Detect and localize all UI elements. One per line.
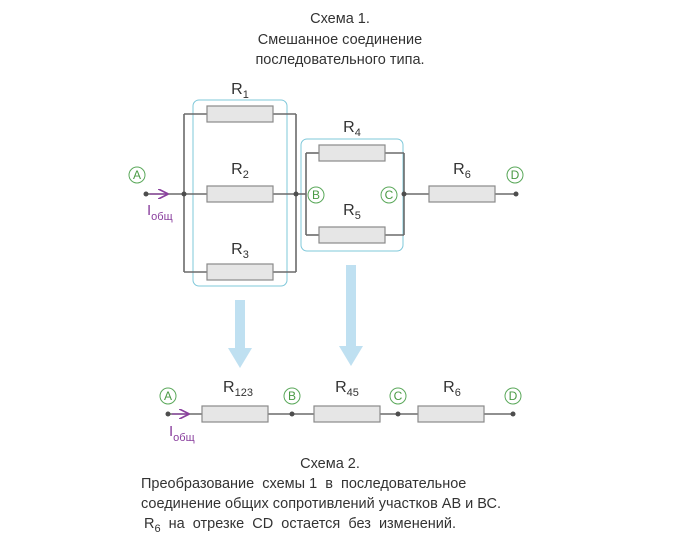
caption-r6-subscript: 6 [154, 523, 161, 535]
scheme1-caption-line1: Схема 1. [310, 11, 370, 27]
resistor-r4 [318, 144, 386, 162]
node-a-circle [128, 166, 146, 184]
scheme1-caption-line2: Смешанное соединение [257, 32, 423, 48]
resistor-r123 [201, 405, 269, 423]
caption-r6-symbol: R [144, 516, 155, 532]
node-c2-circle [389, 387, 407, 405]
scheme2-caption-line3: R6 на отрезке CD остается без изменений. [144, 515, 457, 535]
label-r4: R4 [343, 119, 361, 139]
group-r123-outline [192, 99, 288, 287]
resistor-r5 [318, 226, 386, 244]
node-b-circle [307, 186, 325, 204]
down-arrow-icon [339, 265, 363, 366]
resistor-r1 [206, 105, 274, 123]
node-c-label: C [385, 188, 394, 202]
resistor-r45 [313, 405, 381, 423]
label-r6: R6 [453, 161, 471, 181]
current-label-scheme1: Iобщ [147, 202, 173, 223]
current-label-scheme2: Iобщ [169, 423, 195, 444]
node-c-circle [380, 186, 398, 204]
node-c2-label: C [394, 389, 403, 403]
label-r2: R2 [231, 161, 249, 181]
node-b2-circle [283, 387, 301, 405]
resistor-r3 [206, 263, 274, 281]
label-r5: R5 [343, 202, 361, 222]
label-r123: R123 [223, 379, 253, 399]
node-d2-label: D [509, 389, 518, 403]
down-arrow-icon [228, 300, 252, 368]
label-r1: R1 [231, 81, 249, 101]
caption-r6-text: на отрезке CD остается без изменений. [160, 516, 457, 532]
node-a2-circle [159, 387, 177, 405]
scheme2-caption-line2: соединение общих сопротивлений участков … [141, 496, 501, 512]
label-r3: R3 [231, 241, 249, 261]
resistor-r6 [428, 185, 496, 203]
resistor-r2 [206, 185, 274, 203]
label-r45: R45 [335, 379, 359, 399]
node-a2-label: A [164, 389, 172, 403]
scheme1-caption-line3: последовательного типа. [255, 52, 425, 68]
label-r6-scheme2: R6 [443, 379, 461, 399]
resistor-r6-scheme2 [417, 405, 485, 423]
scheme2-caption-title: Схема 2. [300, 456, 360, 472]
node-b2-label: B [288, 389, 296, 403]
scheme2-caption-line1: Преобразование схемы 1 в последовательно… [141, 476, 467, 492]
node-a-label: A [133, 168, 141, 182]
node-d-label: D [511, 168, 520, 182]
node-d-circle [506, 166, 524, 184]
node-d2-circle [504, 387, 522, 405]
node-b-label: B [312, 188, 320, 202]
